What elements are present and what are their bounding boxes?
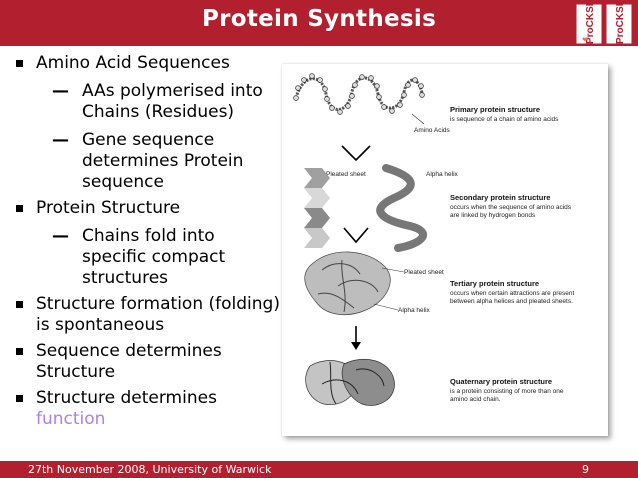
secondary-desc-line: occurs when the sequence of amino acids: [450, 204, 572, 211]
bullet-marker: [16, 205, 23, 212]
sub-bullet-item: — AAs polymerised into Chains (Residues): [14, 81, 284, 123]
protein-structure-figure: Amino Acids Primary protein structure is…: [282, 64, 608, 436]
logo-text-front: ProCKSI: [615, 3, 626, 44]
sub-bullet-line: specific compact: [82, 247, 226, 267]
amino-acid-chain: [293, 73, 425, 115]
sub-bullet-line: determines Protein: [82, 151, 244, 171]
slide-title: Protein Synthesis: [201, 6, 437, 32]
tertiary-desc-line: between alpha helices and pleated sheets…: [450, 298, 573, 305]
svg-text:❤: ❤: [582, 36, 588, 44]
tertiary-structure-shape: [304, 251, 391, 316]
bullet-text: Protein Structure: [36, 198, 181, 218]
logo-text-back: ProCKSI: [585, 3, 596, 44]
quaternary-structure-shape: [305, 358, 395, 406]
bullet-line: Sequence determines: [36, 341, 222, 361]
quaternary-title: Quaternary protein structure: [450, 377, 552, 386]
bullet-text: Amino Acid Sequences: [36, 53, 230, 73]
footer-text: 27th November 2008, University of Warwic…: [28, 463, 272, 476]
pleated-sheet-shape: [304, 168, 330, 248]
sub-bullet-line: AAs polymerised into: [82, 81, 263, 101]
sub-bullet-line: Gene sequence: [82, 130, 215, 150]
protein-structure-diagram: Amino Acids Primary protein structure is…: [293, 73, 574, 406]
bullet-item: Protein Structure: [14, 198, 284, 219]
bullet-item: Structure determines function: [14, 388, 284, 430]
dash-marker: —: [52, 130, 69, 150]
amino-acids-label: Amino Acids: [414, 127, 451, 134]
quaternary-desc-line: is a protein consisting of more than one: [450, 388, 564, 395]
pleated-sheet-label: Pleated sheet: [326, 171, 366, 178]
bullet-marker: [16, 395, 23, 402]
bullet-item: Amino Acid Sequences: [14, 53, 284, 74]
bullet-line: is spontaneous: [36, 315, 165, 335]
footer-bar: [0, 461, 638, 478]
dash-marker: —: [52, 81, 69, 101]
arrow-down-icon: [343, 227, 369, 244]
bullet-marker: [16, 60, 23, 67]
bullet-line: Structure: [36, 362, 116, 382]
arrow-down-icon: [341, 145, 371, 162]
sub-bullet-line: Chains (Residues): [82, 102, 235, 122]
procksi-logo: ProCKSI ProCKSI ❤: [575, 3, 633, 45]
alpha-helix-label: Alpha helix: [426, 171, 459, 178]
bullet-marker: [16, 301, 23, 308]
secondary-title: Secondary protein structure: [450, 193, 550, 202]
sub-bullet-item: — Chains fold into specific compact stru…: [14, 226, 284, 289]
bullet-item: Sequence determines Structure: [14, 341, 284, 383]
bullet-item: Structure formation (folding) is spontan…: [14, 294, 284, 336]
primary-title: Primary protein structure: [450, 105, 540, 114]
quaternary-desc-line: amino acid chain.: [450, 396, 501, 403]
secondary-desc-line: are linked by hydrogen bonds: [450, 212, 536, 219]
bullet-list: Amino Acid Sequences — AAs polymerised i…: [14, 48, 284, 430]
bullet-line: Structure determines: [36, 388, 217, 408]
tertiary-desc-line: occurs when certain attractions are pres…: [450, 290, 574, 297]
tertiary-helix-label: Alpha helix: [398, 307, 431, 314]
bullet-marker: [16, 348, 23, 355]
bullet-line-highlight: function: [36, 409, 106, 429]
title-bar: [0, 0, 638, 46]
alpha-helix-shape: [376, 164, 427, 252]
sub-bullet-line: Chains fold into: [82, 226, 215, 246]
bullet-line: Structure formation (folding): [36, 294, 280, 314]
tertiary-sheet-label: Pleated sheet: [404, 269, 444, 276]
sub-bullet-line: structures: [82, 268, 169, 288]
dash-marker: —: [52, 226, 69, 246]
page-number: 9: [582, 463, 589, 476]
sub-bullet-line: sequence: [82, 172, 164, 192]
tertiary-title: Tertiary protein structure: [450, 279, 539, 288]
arrow-down-icon: [351, 342, 361, 350]
primary-desc: is sequence of a chain of amino acids: [450, 116, 559, 123]
sub-bullet-item: — Gene sequence determines Protein seque…: [14, 130, 284, 193]
